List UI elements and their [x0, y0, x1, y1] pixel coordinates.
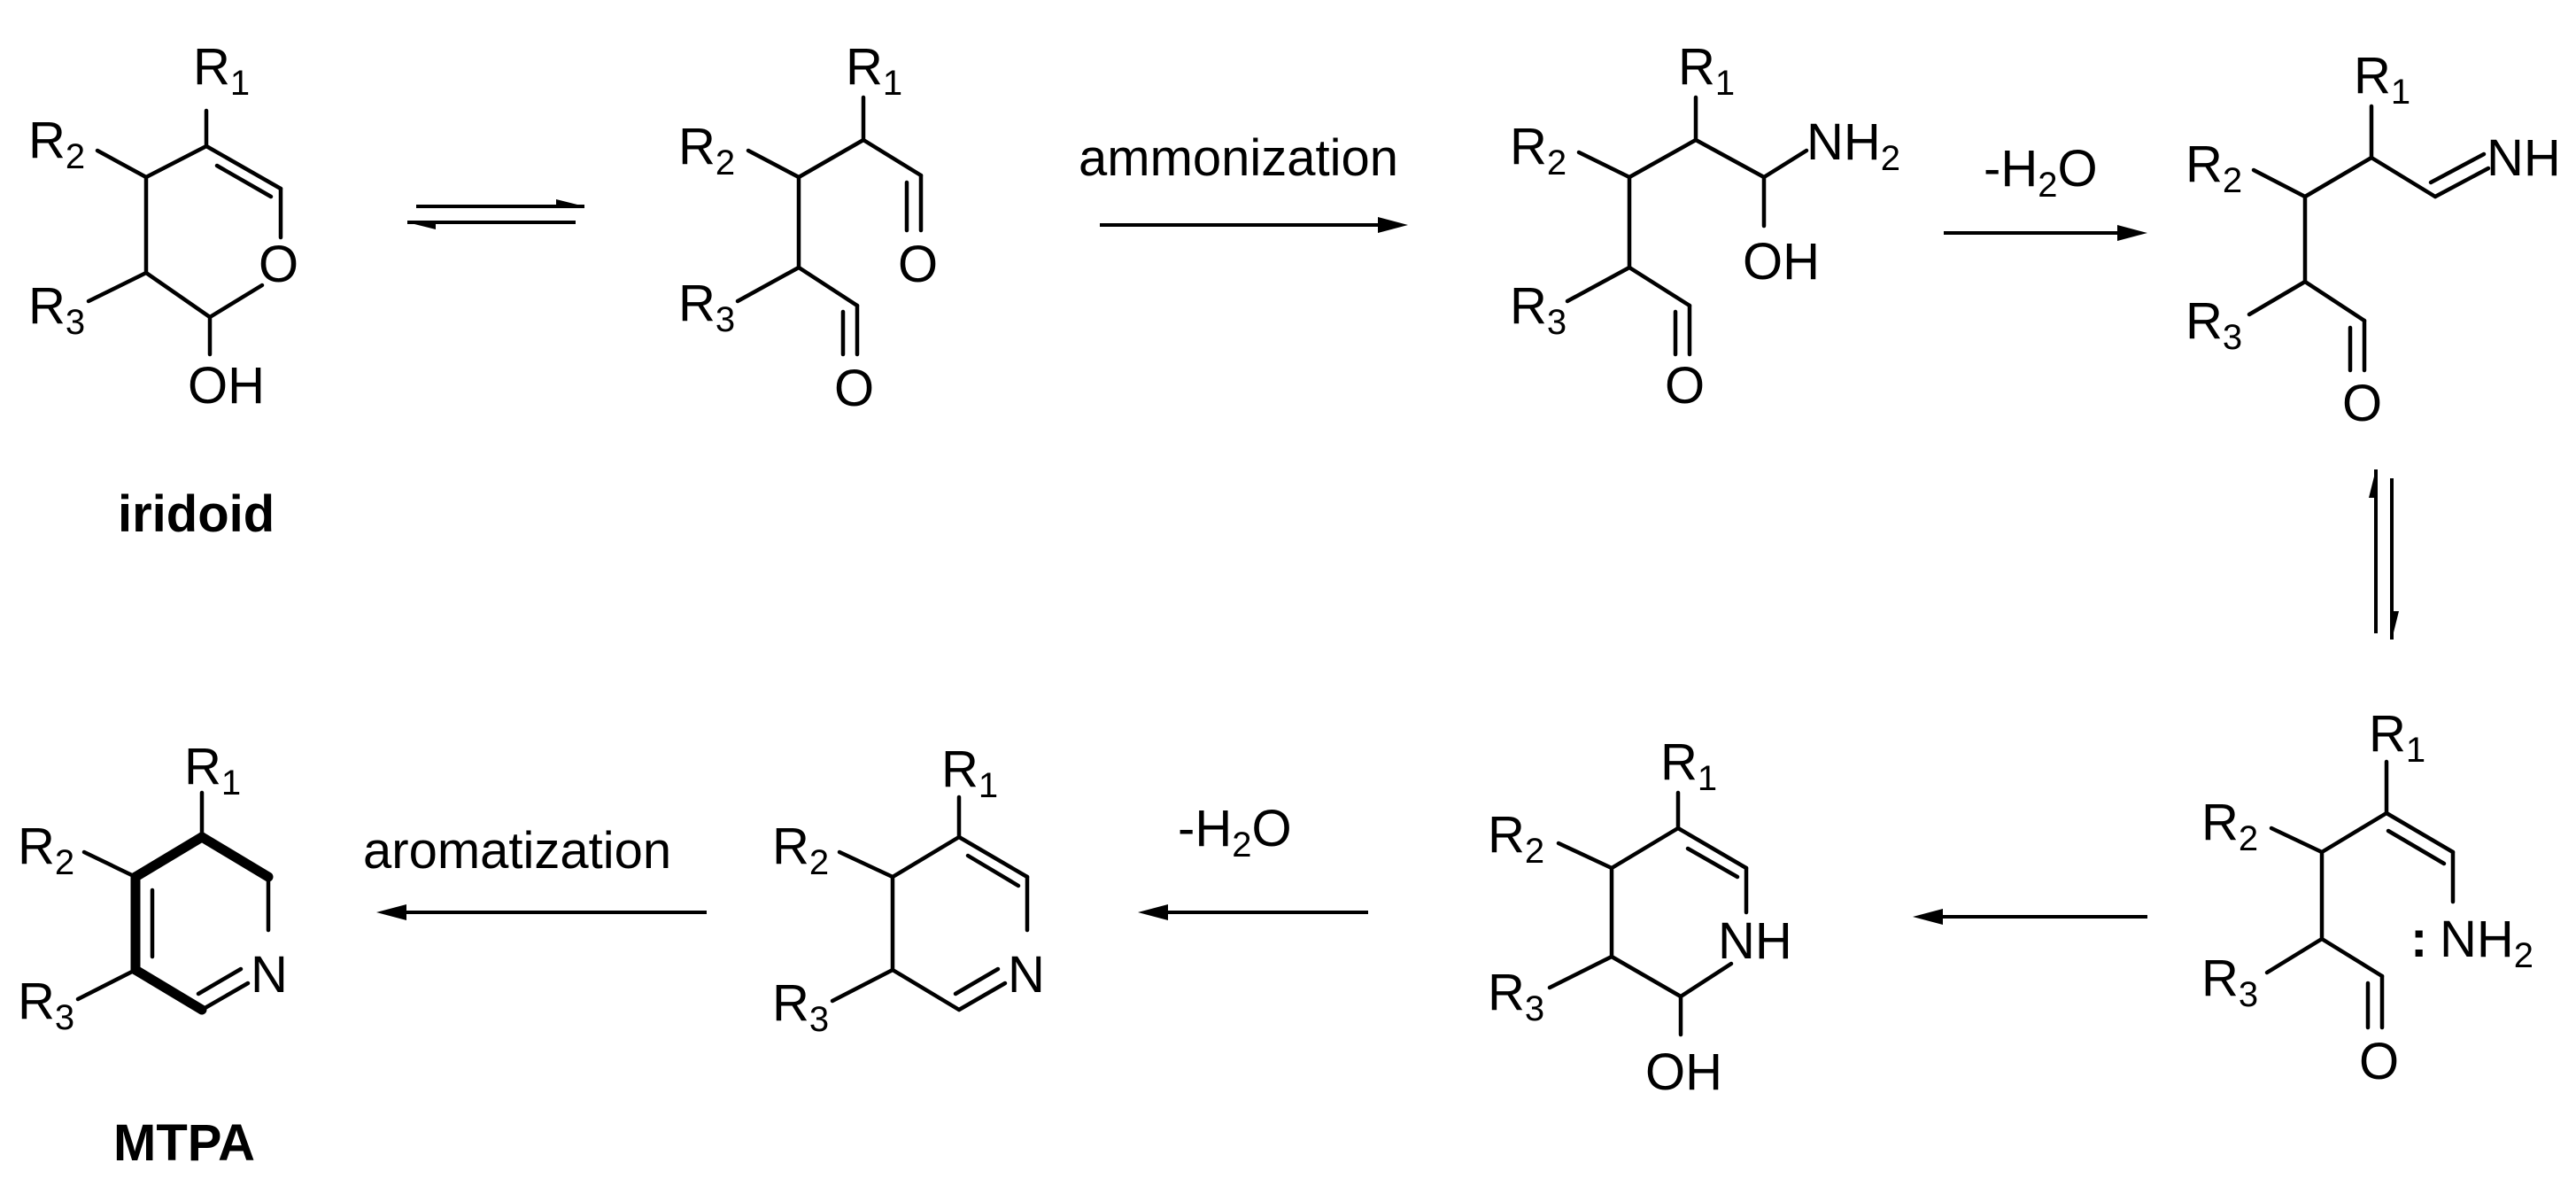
aromatization-label: aromatization: [363, 822, 671, 880]
r3-label: R3: [772, 974, 829, 1039]
r2-label: R2: [772, 818, 829, 882]
r2-label: R2: [1488, 806, 1544, 871]
r3-label: R3: [1510, 277, 1566, 342]
nh-ring-label: NH: [1718, 912, 1792, 970]
r2-label: R2: [28, 112, 85, 176]
lone-pair: :: [2410, 911, 2427, 968]
o-label: O: [834, 360, 874, 417]
compound-cyclic-hemiaminal: R1 R2 NH R3 OH: [1488, 733, 1792, 1101]
n-ring-label: N: [1008, 946, 1045, 1004]
oh-label: OH: [188, 357, 265, 415]
compound-mtpa: R1 R2 N R3 MTPA: [18, 738, 288, 1172]
dehydration-2-label: -H2O: [1178, 800, 1292, 864]
nh-label: NH: [2487, 129, 2561, 187]
oh-label: OH: [1743, 233, 1820, 291]
nh2-label: NH2: [2440, 911, 2533, 975]
r1-label: R1: [2369, 705, 2425, 770]
arrow-aromatization: aromatization: [363, 822, 707, 920]
compound-enamine: R1 R2 : NH2 R3 O: [2201, 705, 2533, 1090]
compound-dialdehyde: R1 R2 O R3 O: [678, 38, 938, 417]
compound-imine: R1 NH R2 R3 O: [2185, 47, 2561, 432]
r1-label: R1: [184, 738, 241, 802]
o-label: O: [2359, 1033, 2399, 1090]
r1-label: R1: [1678, 38, 1735, 103]
r2-label: R2: [1510, 118, 1566, 182]
r2-label: R2: [678, 118, 735, 182]
compound-hemiaminal: R1 NH2 R2 OH R3 O: [1510, 38, 1900, 415]
compound-dihydropyridine: R1 R2 N R3: [772, 740, 1045, 1039]
oh-label: OH: [1645, 1043, 1722, 1101]
r2-label: R2: [2185, 136, 2242, 200]
r1-label: R1: [193, 38, 250, 103]
r3-label: R3: [2201, 950, 2258, 1014]
arrow-cyclization: [1913, 909, 2147, 925]
o-ring-label: O: [259, 236, 298, 293]
r3-label: R3: [1488, 964, 1544, 1028]
equilibrium-arrow-1: [407, 199, 584, 229]
r1-label: R1: [1660, 733, 1717, 798]
dehydration-1-label: -H2O: [1984, 140, 2098, 205]
ammonization-label: ammonization: [1079, 129, 1398, 187]
o-label: O: [1665, 357, 1705, 415]
r1-label: R1: [2354, 47, 2410, 112]
r3-label: R3: [28, 277, 85, 342]
iridoid-name: iridoid: [118, 485, 275, 543]
mtpa-name: MTPA: [113, 1114, 255, 1172]
nh2-label: NH2: [1806, 113, 1900, 178]
n-ring-label: N: [251, 946, 288, 1004]
arrow-ammonization: ammonization: [1079, 129, 1408, 233]
r1-label: R1: [846, 38, 902, 103]
equilibrium-arrow-2: [2369, 469, 2399, 640]
r2-label: R2: [18, 818, 74, 882]
r3-label: R3: [2185, 292, 2242, 357]
arrow-dehydration-1: -H2O: [1944, 140, 2147, 241]
r3-label: R3: [18, 973, 74, 1037]
r3-label: R3: [678, 275, 735, 339]
o-label: O: [898, 236, 938, 293]
arrow-dehydration-2: -H2O: [1138, 800, 1368, 920]
compound-iridoid: R1 R2 O R3 OH iridoid: [28, 38, 298, 543]
r2-label: R2: [2201, 794, 2258, 858]
o-label: O: [2342, 375, 2382, 432]
r1-label: R1: [941, 740, 998, 805]
